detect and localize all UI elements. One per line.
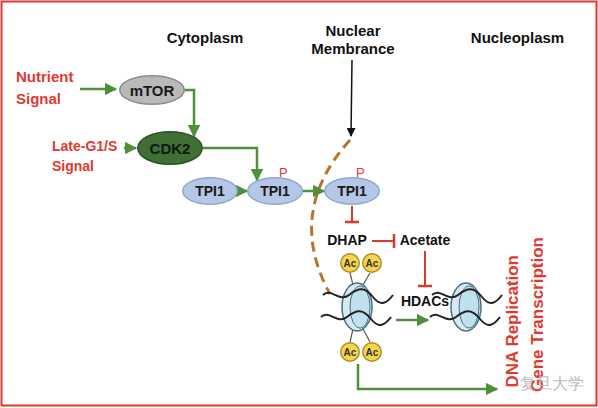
node-label: Ac <box>366 347 379 358</box>
node-label: Ac <box>344 258 357 269</box>
nucleosome <box>321 273 393 342</box>
node-ellipse <box>363 254 382 273</box>
signal-arrow <box>124 147 136 150</box>
dna-strand <box>321 311 391 325</box>
node-ellipse <box>363 343 382 362</box>
node-ellipse <box>120 76 185 105</box>
acetyl-stalk <box>363 273 370 285</box>
inhibition-line <box>372 240 394 242</box>
acetyl-mark: Ac <box>340 253 360 273</box>
outcome-label: DNA Replication <box>503 255 523 388</box>
inhibition-acetate-hdacs <box>418 251 432 286</box>
node-ellipse <box>248 178 303 205</box>
inhibition-bar <box>345 221 359 224</box>
node-label: Ac <box>366 258 379 269</box>
node-ellipse <box>341 254 360 273</box>
kinase-ellipse: mTOR <box>119 75 185 105</box>
inhibition-dhap-acetate <box>372 234 394 248</box>
node-label: TPI1 <box>195 183 225 199</box>
node-label: mTOR <box>130 82 175 99</box>
outcome-label: Gene Transcription <box>528 237 548 392</box>
node-ellipse <box>183 178 238 205</box>
inhibition-bar <box>393 234 396 248</box>
node-ellipse <box>341 343 360 362</box>
acetyl-stalk <box>363 329 370 342</box>
kinase-ellipse: CDK2 <box>137 131 203 165</box>
inhibition-line <box>351 206 353 222</box>
node-label: TPI1 <box>337 183 367 199</box>
pathway-arrow <box>203 148 257 180</box>
dna-strand <box>323 289 393 303</box>
signal-label: Nutrient Signal <box>16 66 86 110</box>
phospho-mark: P <box>356 165 365 180</box>
protein-ellipse: TPI1 <box>182 177 238 205</box>
acetyl-stalk <box>350 329 353 342</box>
metabolite-label: DHAP <box>322 232 372 248</box>
acetyl-mark: Ac <box>362 253 382 273</box>
metabolite-label: Acetate <box>393 232 457 248</box>
region-heading: Nuclear Membrance <box>303 22 403 58</box>
signal-label: Late-G1/S Signal <box>52 136 126 176</box>
protein-ellipse: TPI1P <box>247 177 303 205</box>
inhibition-bar <box>418 285 432 288</box>
activation-arrow <box>358 364 497 389</box>
region-heading: Nucleoplasm <box>460 29 575 46</box>
watermark: 复旦大学 <box>520 374 584 395</box>
pathway-arrow <box>185 90 194 136</box>
pathway-arrow <box>303 190 324 193</box>
enzyme-label: HDACs <box>395 293 455 309</box>
node-label: CDK2 <box>150 140 191 157</box>
protein-ellipse: TPI1P <box>324 177 380 205</box>
node-ellipse <box>138 132 203 165</box>
pathway-arrow <box>238 190 247 193</box>
region-heading: Cytoplasm <box>150 29 260 46</box>
inhibition-tpi1-dhap <box>345 206 359 222</box>
node-ellipse <box>325 178 380 205</box>
acetyl-mark: Ac <box>362 342 382 362</box>
acetyl-mark: Ac <box>340 342 360 362</box>
deacetylation-arrow <box>396 319 428 322</box>
signal-arrow <box>80 88 116 91</box>
node-label: TPI1 <box>260 183 290 199</box>
pointer-arrow <box>351 60 352 136</box>
inhibition-line <box>424 251 426 286</box>
phospho-mark: P <box>279 165 288 180</box>
dna-strand <box>430 311 500 325</box>
node-label: Ac <box>344 347 357 358</box>
